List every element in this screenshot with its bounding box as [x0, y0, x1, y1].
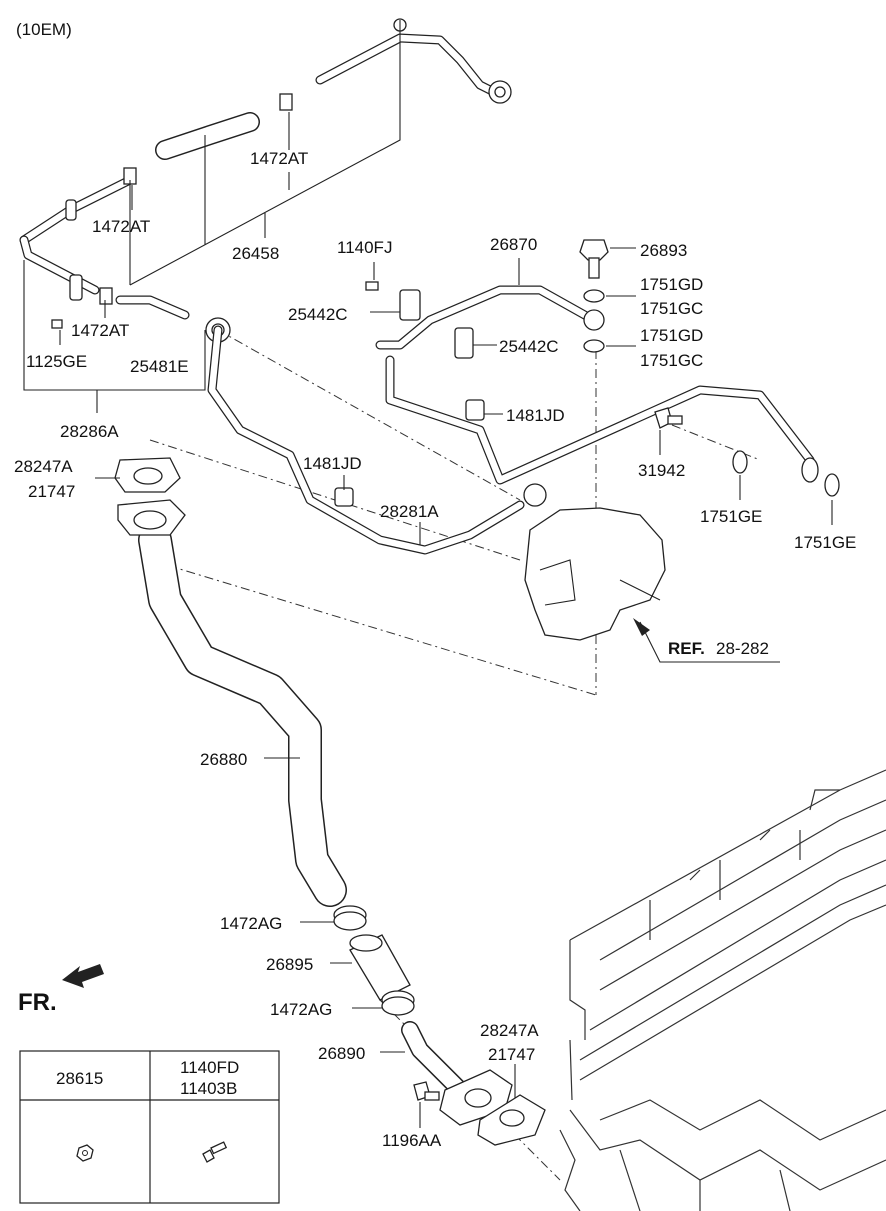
front-direction-indicator: FR. [18, 964, 104, 1016]
label-1472AT-top: 1472AT [250, 149, 308, 168]
label-1472AT-mid: 1472AT [92, 217, 150, 236]
turbocharger-outline [524, 507, 666, 641]
front-arrow-icon [62, 964, 104, 988]
label-28247A-top: 28247A [14, 457, 73, 476]
label-1140FJ: 1140FJ [337, 238, 392, 257]
label-1472AT-low: 1472AT [71, 321, 129, 340]
label-26890: 26890 [318, 1044, 365, 1063]
label-1472AG-b: 1472AG [270, 1000, 332, 1019]
label-1481JD-a: 1481JD [506, 406, 565, 425]
leader-lines [23, 112, 833, 1128]
pipe-26870 [375, 285, 819, 485]
front-label: FR. [18, 989, 57, 1016]
engine-block [559, 769, 886, 1211]
label-1472AG-a: 1472AG [220, 914, 282, 933]
label-21747-bottom: 21747 [488, 1045, 535, 1064]
part-labels: 1472AT 1472AT 26458 1472AT 1125GE 25481E… [14, 149, 856, 1150]
label-1751GD-b: 1751GD [640, 326, 703, 345]
legend-col2-header-line2: 11403B [180, 1079, 237, 1098]
label-25442C-a: 25442C [288, 305, 348, 324]
hose-26880 [114, 457, 347, 907]
label-28286A: 28286A [60, 422, 119, 441]
bolt-icon [202, 1141, 228, 1163]
upper-pipe-assembly [19, 18, 512, 343]
legend-col2-header-line1: 1140FD [180, 1058, 239, 1077]
label-1125GE: 1125GE [26, 352, 87, 371]
label-1751GE-b: 1751GE [794, 533, 856, 552]
lower-connection [333, 905, 546, 1146]
label-1751GC-b: 1751GC [640, 351, 703, 370]
label-26895: 26895 [266, 955, 313, 974]
label-ref-number: 28-282 [716, 639, 769, 658]
label-1481JD-b: 1481JD [303, 454, 362, 473]
label-26870: 26870 [490, 235, 537, 254]
label-1751GD-a: 1751GD [640, 275, 703, 294]
label-1751GE-a: 1751GE [700, 507, 762, 526]
label-25442C-b: 25442C [499, 337, 559, 356]
label-ref-bold: REF. [668, 639, 705, 658]
legend-col1-header: 28615 [56, 1069, 103, 1088]
label-28247A-bottom: 28247A [480, 1021, 539, 1040]
fasteners [51, 239, 840, 497]
label-25481E: 25481E [130, 357, 189, 376]
legend-table: 28615 1140FD 11403B [19, 1050, 280, 1204]
label-1196AA: 1196AA [382, 1131, 442, 1150]
label-26458: 26458 [232, 244, 279, 263]
label-26893: 26893 [640, 241, 687, 260]
label-26880: 26880 [200, 750, 247, 769]
label-21747-top: 21747 [28, 482, 75, 501]
label-1751GC-a: 1751GC [640, 299, 703, 318]
label-28281A: 28281A [380, 502, 439, 521]
label-31942: 31942 [638, 461, 685, 480]
model-code: (10EM) [16, 20, 72, 39]
pipe-28281A [207, 325, 547, 555]
